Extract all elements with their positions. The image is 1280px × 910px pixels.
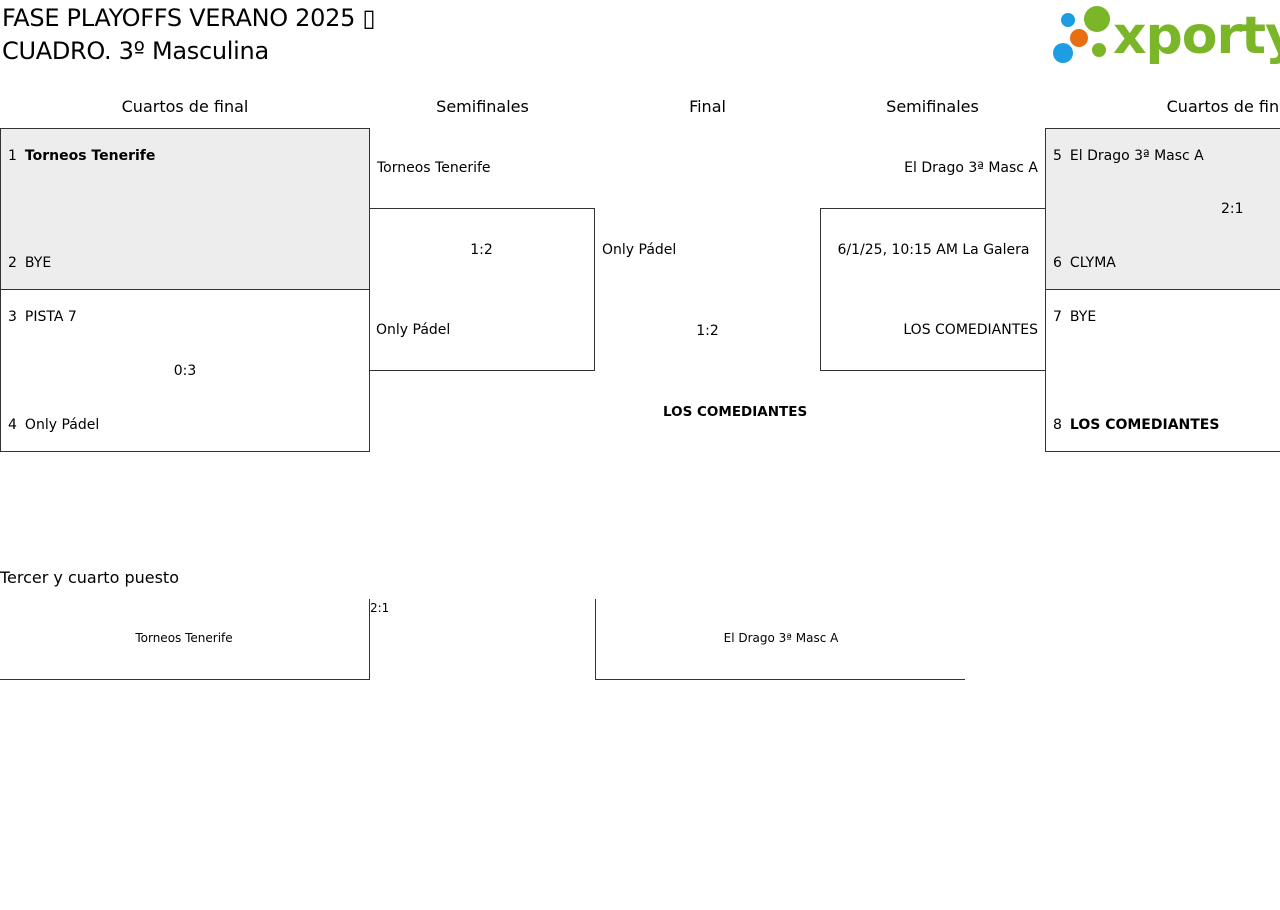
seed-number: 8 (1053, 417, 1062, 433)
col-final: Final (689, 97, 726, 116)
seed-number: 2 (8, 255, 17, 271)
left-semi-bottom-team[interactable]: Only Pádel (376, 322, 451, 338)
team-slot[interactable]: 5 El Drago 3ª Masc A (1053, 147, 1204, 165)
left-quarter-match-1[interactable]: 1 Torneos Tenerife 2 BYE (0, 128, 370, 290)
seed-number: 1 (8, 148, 17, 164)
logo-dot-green2-icon (1092, 43, 1106, 57)
team-name: PISTA 7 (24, 309, 77, 325)
col-right-semis: Semifinales (886, 97, 979, 116)
left-semi-top-team[interactable]: Torneos Tenerife (377, 160, 491, 176)
final-top-team[interactable]: Only Pádel (602, 242, 677, 258)
third-place-score: 2:1 (370, 601, 390, 615)
left-quarter-match-2[interactable]: 3 PISTA 7 0:3 4 Only Pádel (0, 289, 370, 452)
logo-dot-orange-icon (1070, 29, 1088, 47)
seed-number: 6 (1053, 255, 1062, 271)
third-place-right-slot[interactable]: El Drago 3ª Masc A (595, 599, 965, 680)
team-name: CLYMA (1069, 255, 1116, 271)
page-title: FASE PLAYOFFS VERANO 2025 ▯ (2, 4, 376, 32)
logo-dot-green-icon (1084, 6, 1110, 32)
final-winner[interactable]: LOS COMEDIANTES (663, 404, 808, 420)
right-semi-bottom-team[interactable]: LOS COMEDIANTES (903, 322, 1038, 338)
team-name: BYE (24, 255, 52, 271)
third-place-left-team: Torneos Tenerife (135, 631, 233, 645)
right-quarter-match-2[interactable]: 7 BYE 8 LOS COMEDIANTES (1045, 289, 1280, 452)
third-place-left-slot[interactable]: Torneos Tenerife (0, 599, 370, 680)
team-slot[interactable]: 4 Only Pádel (8, 416, 99, 434)
team-name: BYE (1069, 309, 1097, 325)
seed-number: 3 (8, 309, 17, 325)
match-info: 6/1/25, 10:15 AM La Galera (837, 242, 1030, 258)
left-semi-match[interactable]: 1:2 Only Pádel (369, 208, 595, 371)
team-slot[interactable]: 7 BYE (1053, 308, 1096, 326)
seed-number: 4 (8, 417, 17, 433)
match-score: 0:3 (173, 363, 197, 379)
xporty-logo (1050, 0, 1280, 70)
team-slot[interactable]: 6 CLYMA (1053, 254, 1116, 272)
logo-dot-blue2-icon (1053, 43, 1073, 63)
third-place-right-team: El Drago 3ª Masc A (723, 631, 839, 645)
right-semi-top-team[interactable]: El Drago 3ª Masc A (904, 160, 1038, 176)
team-slot[interactable]: 1 Torneos Tenerife (8, 147, 155, 165)
col-right-quarters: Cuartos de final (1166, 97, 1280, 116)
logo-dot-blue-icon (1061, 13, 1075, 27)
team-name: Torneos Tenerife (24, 148, 156, 164)
match-score: 1:2 (470, 242, 493, 258)
team-slot[interactable]: 8 LOS COMEDIANTES (1053, 416, 1219, 434)
team-name: LOS COMEDIANTES (1069, 417, 1220, 433)
third-place-heading: Tercer y cuarto puesto (0, 568, 179, 587)
team-name: El Drago 3ª Masc A (1069, 148, 1204, 164)
seed-number: 7 (1053, 309, 1062, 325)
right-quarter-match-1[interactable]: 5 El Drago 3ª Masc A 2:1 6 CLYMA (1045, 128, 1280, 290)
team-slot[interactable]: 2 BYE (8, 254, 51, 272)
match-score: 2:1 (1221, 201, 1244, 217)
final-score: 1:2 (696, 323, 719, 339)
team-slot[interactable]: 3 PISTA 7 (8, 308, 77, 326)
seed-number: 5 (1053, 148, 1062, 164)
logo-wordmark: xporty (1113, 6, 1280, 66)
team-name: Only Pádel (24, 417, 100, 433)
right-semi-match[interactable]: 6/1/25, 10:15 AM La Galera LOS COMEDIANT… (820, 208, 1046, 371)
col-left-semis: Semifinales (436, 97, 529, 116)
page-subtitle: CUADRO. 3º Masculina (2, 37, 269, 65)
col-left-quarters: Cuartos de final (121, 97, 249, 116)
